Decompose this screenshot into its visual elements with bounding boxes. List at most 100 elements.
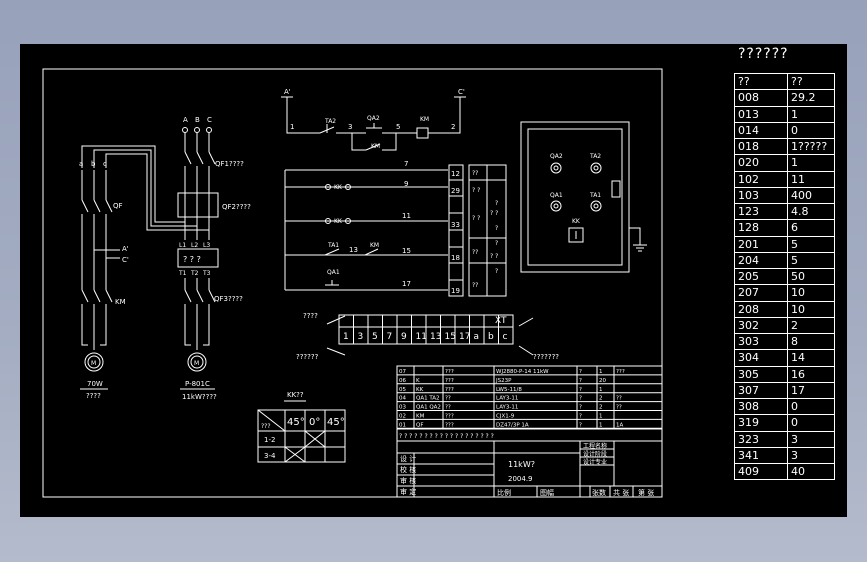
bom-cell: QA1 QA2 bbox=[416, 405, 441, 411]
svg-text:45°: 45° bbox=[327, 417, 345, 428]
xt-12: 12 bbox=[451, 170, 460, 178]
code-cell: 303 bbox=[734, 332, 788, 351]
c-prime-label: C' bbox=[122, 256, 129, 264]
bom-cell: ??? bbox=[445, 414, 454, 420]
km-coil bbox=[416, 127, 429, 139]
kk-label-1: KK bbox=[334, 184, 343, 191]
value-cell: 10 bbox=[787, 300, 835, 318]
right-motor-circuit: A B C QF1???? QF2???? L1 L2 L3 ? ? ? T1 … bbox=[81, 116, 251, 401]
svg-text:? ?: ? ? bbox=[490, 210, 498, 217]
left-motor-m: M bbox=[91, 360, 96, 367]
panel-qa2: QA2 bbox=[550, 153, 563, 160]
tb-sheets: 张数 bbox=[592, 488, 606, 497]
bom-header: ? ? ? ? ? ? ? ? ? ? ? ? ? ? ? ? ? ? ? bbox=[399, 433, 494, 440]
strip-cell: 9 bbox=[401, 332, 407, 342]
bom-cell: ? bbox=[579, 414, 582, 420]
svg-text:? ?: ? ? bbox=[472, 215, 480, 222]
bom-cell: ? bbox=[579, 387, 582, 393]
svg-text:?: ? bbox=[495, 268, 498, 275]
svg-text:? ?: ? ? bbox=[490, 253, 498, 260]
right-motor-symbol bbox=[187, 352, 207, 372]
phase-B-label: B bbox=[195, 116, 200, 124]
code-cell: 204 bbox=[734, 251, 788, 270]
ta1-label: TA1 bbox=[327, 242, 339, 249]
bom-cell: 2 bbox=[599, 405, 603, 411]
node-13: 13 bbox=[349, 246, 358, 254]
svg-text:??: ?? bbox=[472, 282, 478, 289]
svg-text:1-2: 1-2 bbox=[264, 436, 275, 444]
bom-cell: ?? bbox=[445, 396, 451, 402]
bom-cell: ? bbox=[579, 396, 582, 402]
code-cell: 323 bbox=[734, 430, 788, 448]
panel-kk: KK bbox=[572, 218, 581, 225]
bom-cell: KM bbox=[416, 414, 425, 420]
code-cell: 018 bbox=[734, 137, 788, 156]
code-cell: 207 bbox=[734, 284, 788, 302]
panel-ta2: TA2 bbox=[589, 153, 601, 160]
bom-cell: JS23P bbox=[495, 378, 512, 384]
strip-cell: c bbox=[503, 332, 508, 342]
panel-ta1: TA1 bbox=[589, 192, 601, 199]
svg-text:?: ? bbox=[495, 225, 498, 232]
strip-cell: 15 bbox=[445, 332, 456, 342]
svg-text:0°: 0° bbox=[309, 417, 320, 428]
code-cell: 304 bbox=[734, 349, 788, 367]
bom-cell: ??? bbox=[445, 369, 454, 375]
phase-A-label: A bbox=[183, 116, 188, 124]
svg-text:3-4: 3-4 bbox=[264, 452, 276, 460]
bom-cell: ? bbox=[579, 378, 582, 384]
svg-text:? ?: ? ? bbox=[472, 187, 480, 194]
code-cell: 409 bbox=[734, 462, 788, 481]
bom-cell: 05 bbox=[399, 387, 406, 393]
xt-18: 18 bbox=[451, 254, 460, 262]
bom-cell: 03 bbox=[399, 405, 406, 411]
left-motor-symbol bbox=[84, 352, 104, 372]
qf-label: QF bbox=[113, 202, 123, 210]
bom-cell: 1 bbox=[599, 369, 603, 375]
term-l1: L1 bbox=[179, 242, 186, 249]
bom-cell: K bbox=[416, 378, 420, 384]
bom-cell: LAY3-11 bbox=[496, 396, 518, 402]
svg-text:??: ?? bbox=[472, 249, 478, 256]
panel-qa1: QA1 bbox=[550, 192, 563, 199]
bom-cell: LAY3-11 bbox=[496, 405, 518, 411]
qf2-label: QF2???? bbox=[222, 203, 251, 211]
tb-design: 设 计 bbox=[400, 454, 416, 463]
right-motor-model: P-801C bbox=[185, 380, 210, 388]
bom-cell: 2 bbox=[599, 396, 603, 402]
bom-cell: 1 bbox=[599, 422, 603, 428]
term-t2: T2 bbox=[190, 270, 199, 277]
bom-cell: ?? bbox=[616, 396, 622, 402]
term-t3: T3 bbox=[202, 270, 211, 277]
km-aux-label: KM bbox=[371, 143, 380, 150]
value-cell: 29.2 bbox=[787, 89, 835, 107]
tb-discipline: 设计专业 bbox=[583, 458, 607, 466]
term-l2: L2 bbox=[191, 242, 198, 249]
tb-total: 共 张 bbox=[613, 488, 629, 497]
strip-bottom-right: ??????? bbox=[533, 353, 559, 361]
code-table-title: ?????? bbox=[738, 46, 789, 62]
bom-cell: QF bbox=[416, 422, 424, 428]
code-cell: 123 bbox=[734, 202, 788, 221]
code-cell: 341 bbox=[734, 446, 788, 465]
bom-cell: ??? bbox=[445, 378, 454, 384]
kk-table-title: KK?? bbox=[287, 391, 304, 399]
left-motor-circuit: a b c QF A' C' KM M 70W ???? bbox=[79, 160, 129, 400]
value-cell: 16 bbox=[787, 365, 835, 383]
node-15: 15 bbox=[402, 247, 411, 255]
svg-text:???: ??? bbox=[261, 423, 271, 430]
bom-cell: 1A bbox=[616, 422, 623, 428]
drawing-sheet bbox=[20, 44, 847, 517]
bom-cell: 07 bbox=[399, 369, 406, 375]
value-cell: 14 bbox=[787, 349, 835, 367]
strip-left-label: ???? bbox=[303, 312, 318, 320]
inner-frame bbox=[42, 68, 663, 498]
node-9: 9 bbox=[404, 180, 408, 188]
